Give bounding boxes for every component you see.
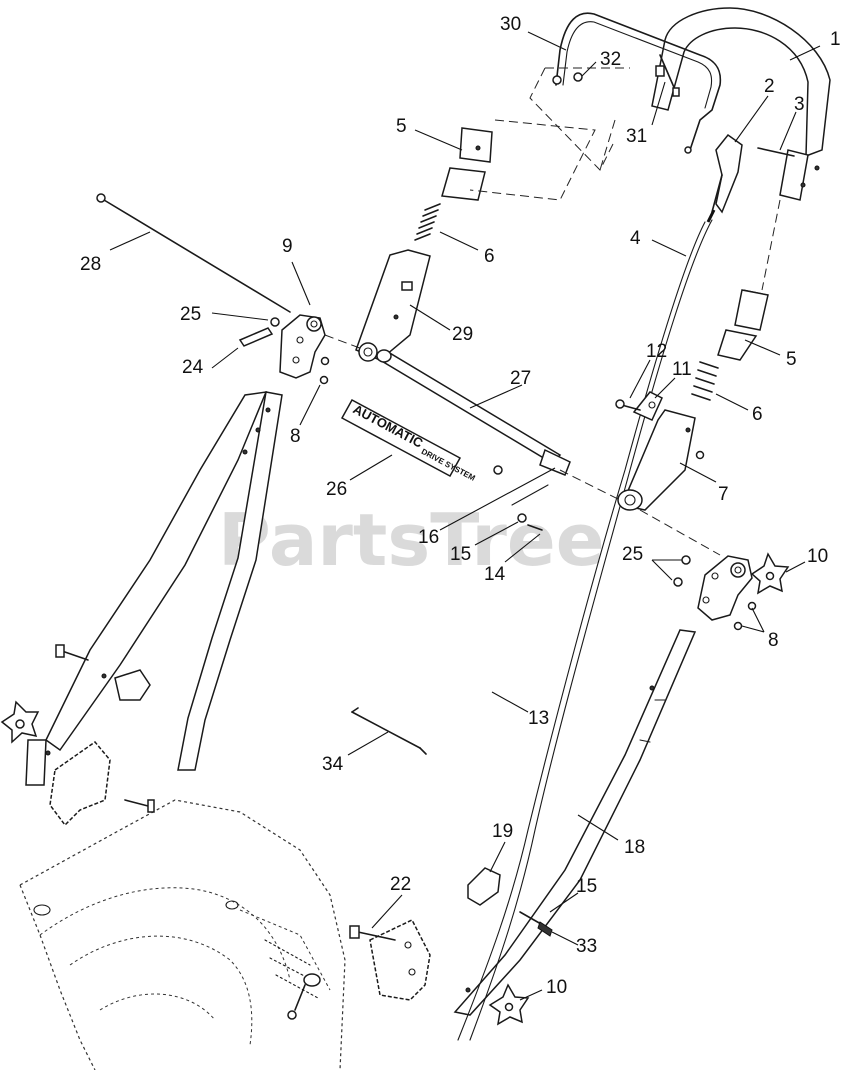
cable-4 bbox=[469, 219, 713, 1041]
clip-34 bbox=[351, 707, 427, 755]
callout-2: 2 bbox=[764, 76, 775, 97]
callout-24: 24 bbox=[182, 357, 204, 378]
callout-6-left: 6 bbox=[484, 246, 495, 267]
callout-6-right: 6 bbox=[752, 404, 763, 425]
callout-9: 9 bbox=[282, 236, 293, 257]
handle-bracket-7 bbox=[617, 409, 705, 511]
knob-19 bbox=[467, 867, 501, 906]
callout-15-bottom: 15 bbox=[576, 876, 597, 897]
callout-7: 7 bbox=[718, 484, 729, 505]
pin-31-32 bbox=[573, 54, 680, 97]
callout-22: 22 bbox=[390, 874, 411, 895]
upper-handle bbox=[651, 7, 831, 361]
callout-16: 16 bbox=[418, 527, 439, 548]
knob-10-top bbox=[750, 552, 790, 595]
callout-10-bottom: 10 bbox=[546, 977, 567, 998]
spring-6-left bbox=[414, 203, 441, 241]
callout-labels: 30 32 1 2 3 31 5 6 4 28 9 25 29 24 5 12 … bbox=[80, 14, 841, 998]
fasteners-14-16 bbox=[511, 484, 549, 531]
callout-5-right: 5 bbox=[786, 349, 797, 370]
right-lower-handle bbox=[453, 629, 697, 1016]
callout-10-top: 10 bbox=[807, 546, 828, 567]
callout-25-right: 25 bbox=[622, 544, 643, 565]
callout-5-left: 5 bbox=[396, 116, 407, 137]
control-lever-2 bbox=[706, 133, 743, 223]
callout-28: 28 bbox=[80, 254, 101, 275]
bracket-11-12 bbox=[615, 391, 663, 421]
callout-26: 26 bbox=[326, 479, 347, 500]
decal-26: AUTOMATIC DRIVE SYSTEM bbox=[340, 398, 477, 483]
sleeve-5-left bbox=[441, 127, 493, 201]
bail-30 bbox=[552, 12, 722, 154]
callout-32: 32 bbox=[600, 49, 621, 70]
spring-6-right bbox=[691, 361, 719, 401]
cable-end bbox=[287, 973, 321, 1020]
callout-12: 12 bbox=[646, 341, 667, 362]
callout-30: 30 bbox=[500, 14, 521, 35]
pin-3 bbox=[757, 147, 795, 157]
clip-24 bbox=[238, 327, 274, 347]
dash-box-top bbox=[529, 67, 616, 171]
callout-25-left: 25 bbox=[180, 304, 201, 325]
leader-lines bbox=[109, 31, 821, 1001]
callout-34: 34 bbox=[322, 754, 344, 775]
callout-1: 1 bbox=[830, 29, 841, 50]
knob-10-bottom bbox=[488, 983, 530, 1026]
callout-11: 11 bbox=[672, 359, 692, 380]
sleeve-5-right bbox=[743, 289, 769, 296]
mower-deck bbox=[19, 799, 346, 1070]
left-knob bbox=[0, 700, 40, 744]
callout-13: 13 bbox=[528, 708, 549, 729]
callout-29: 29 bbox=[452, 324, 473, 345]
callout-3: 3 bbox=[794, 94, 805, 115]
screw-33 bbox=[519, 911, 553, 937]
bolt-25-left bbox=[270, 317, 330, 385]
right-mount-bracket bbox=[349, 919, 431, 1001]
callout-15-top: 15 bbox=[450, 544, 471, 565]
crossbar-27 bbox=[376, 349, 631, 506]
callout-27: 27 bbox=[510, 368, 531, 389]
callout-33: 33 bbox=[576, 936, 597, 957]
callout-18: 18 bbox=[624, 837, 645, 858]
callout-14: 14 bbox=[484, 564, 506, 585]
callout-19: 19 bbox=[492, 821, 513, 842]
watermark-text: PartsTree bbox=[218, 498, 605, 582]
callout-4: 4 bbox=[630, 228, 641, 249]
rod-28 bbox=[96, 193, 291, 313]
bracket-9 bbox=[279, 314, 366, 379]
callout-8-right: 8 bbox=[768, 630, 779, 651]
handle-bracket-29 bbox=[355, 249, 431, 362]
callout-8-left: 8 bbox=[290, 426, 301, 447]
left-mount-bracket bbox=[49, 644, 155, 827]
bracket-right bbox=[673, 555, 757, 631]
callout-31: 31 bbox=[626, 126, 647, 147]
left-lower-handle bbox=[25, 391, 283, 786]
